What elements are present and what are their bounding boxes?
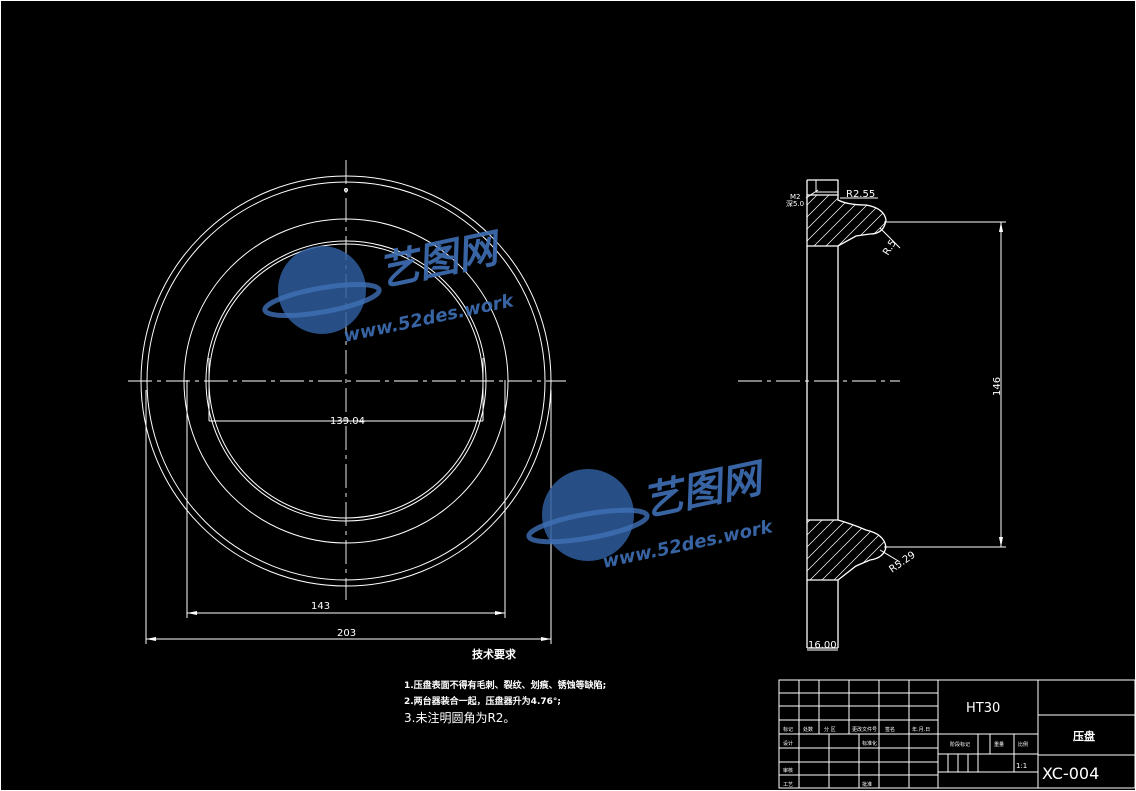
front-view bbox=[128, 160, 566, 600]
tb-part-name: 压盘 bbox=[1073, 729, 1095, 743]
dim-depth: 深5.0 bbox=[786, 199, 804, 208]
tech-requirements-list: 1.压盘表面不得有毛刺、裂纹、划痕、锈蚀等缺陷; 2.两台器装合一起，压盘器升为… bbox=[404, 678, 606, 726]
watermark-1: 艺图网 www.52des.work bbox=[262, 225, 516, 347]
dim-r-bottom: R5.29 bbox=[887, 550, 917, 576]
svg-text:艺图网: 艺图网 bbox=[639, 455, 772, 526]
tb-mark: 标记 bbox=[783, 726, 793, 733]
svg-text:艺图网: 艺图网 bbox=[375, 225, 508, 296]
tb-process: 工艺 bbox=[783, 782, 793, 788]
tb-count: 处数 bbox=[803, 726, 813, 733]
tb-zone: 分 区 bbox=[824, 726, 836, 733]
dim-thread: M2 bbox=[790, 193, 801, 201]
dim-inner-diameter: 139.04 bbox=[330, 416, 365, 427]
tb-change-doc: 更改文件号 bbox=[852, 726, 877, 733]
dim-r-top: R2.55 bbox=[846, 189, 875, 200]
tb-approve: 批准 bbox=[862, 781, 872, 788]
tb-design: 设计 bbox=[783, 740, 793, 747]
tb-date: 年.月.日 bbox=[912, 726, 930, 733]
dim-thickness: 16.00 bbox=[808, 640, 837, 651]
dim-middle-diameter: 143 bbox=[311, 601, 330, 612]
side-view bbox=[738, 179, 1006, 651]
watermark-2: 艺图网 www.52des.work bbox=[526, 455, 775, 573]
tb-review: 审核 bbox=[783, 767, 793, 774]
tb-sign: 签名 bbox=[885, 726, 895, 733]
tech-requirement-item: 1.压盘表面不得有毛刺、裂纹、划痕、锈蚀等缺陷; bbox=[404, 681, 607, 691]
tb-drawing-no: XC-004 bbox=[1042, 764, 1099, 783]
front-dimensions bbox=[145, 380, 552, 644]
tb-standardize: 标准化 bbox=[862, 740, 877, 747]
tb-material: HT30 bbox=[966, 701, 1000, 716]
dim-outer-diameter: 203 bbox=[337, 628, 356, 639]
tb-scale: 1:1 bbox=[1016, 762, 1027, 770]
tech-requirements-title: 技术要求 bbox=[472, 648, 516, 661]
tech-requirement-item: 3.未注明圆角为R2。 bbox=[404, 711, 516, 725]
tb-stage-mark: 阶段标记 bbox=[950, 741, 970, 748]
dim-height: 146 bbox=[992, 377, 1003, 396]
tb-weight: 重量 bbox=[994, 741, 1004, 748]
dim-r-mid: R.5 bbox=[881, 238, 899, 258]
tb-ratio: 比例 bbox=[1018, 741, 1028, 748]
title-block bbox=[778, 679, 1136, 789]
tech-requirement-item: 2.两台器装合一起，压盘器升为4.76°; bbox=[404, 697, 561, 707]
